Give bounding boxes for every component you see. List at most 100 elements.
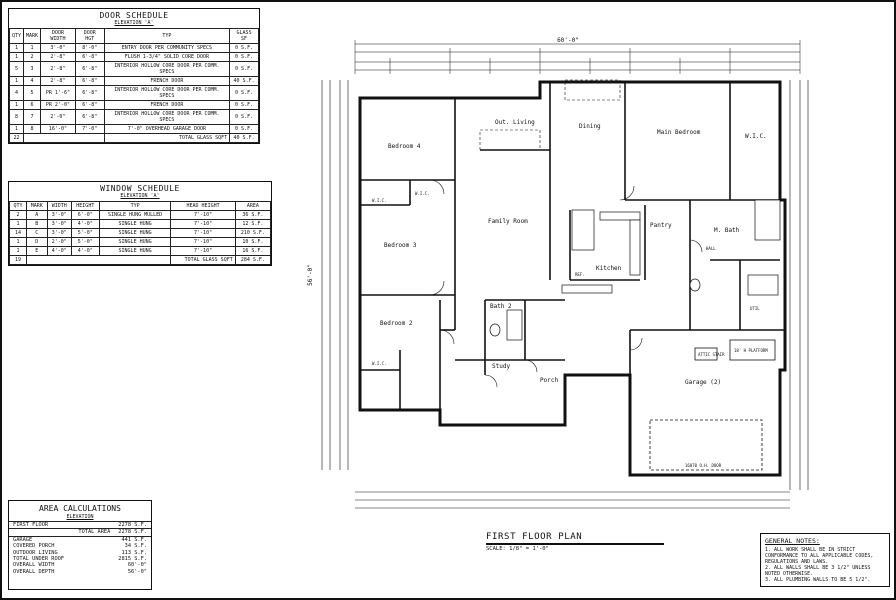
door-cell: INTERIOR HOLLOW CORE DOOR PER COMM. SPEC… [103,85,231,101]
door-total-value: 40 S.F. [229,133,259,143]
window-cell: 4'-0" [46,246,72,256]
window-cell: 5'-0" [70,228,100,238]
area-label: COVERED PORCH [13,543,55,550]
window-cell: E [25,246,48,256]
door-cell: 6'-8" [74,76,105,86]
door-cell: PR 1'-6" [40,85,76,101]
window-cell: B [25,219,48,229]
area-label: FIRST FLOOR [13,522,49,528]
door-cell: FRENCH DOOR [103,100,231,110]
door-cell: INTERIOR HOLLOW CORE DOOR PER COMM. SPEC… [103,61,231,77]
window-cell: 5'-0" [70,237,100,247]
window-cell: 7'-10" [170,210,236,220]
door-cell: 1 [8,100,25,110]
overall-width-dim: 60'-0" [557,37,579,44]
bottom-dimension-lines [355,491,790,509]
door-cell: 8'-0" [74,43,105,53]
door-header-cell: DOOR WIDTH [40,28,76,44]
door-cell: 0 S.F. [229,43,259,53]
window-cell: 3'-0" [46,219,72,229]
plan-scale: SCALE: 1/8" = 1'-0" [486,546,549,552]
area-label: OUTDOOR LIVING [13,549,58,556]
door-cell: INTERIOR HOLLOW CORE DOOR PER COMM. SPEC… [103,109,231,125]
area-value: 441 S.F. [121,536,147,543]
window-cell: 3'-0" [46,228,72,238]
door-header-cell: MARK [23,28,42,44]
door-header-cell: GLASS SF [229,28,259,44]
window-cell: C [25,228,48,238]
door-cell: 4 [8,85,25,101]
door-cell: 6'-8" [74,61,105,77]
door-cell: 1 [8,124,25,134]
window-cell: 1 [9,237,27,247]
door-cell: 3'-0" [40,43,76,53]
door-cell: 5 [8,61,25,77]
window-cell: 36 S.F. [234,210,272,220]
door-total-qty: 22 [8,133,25,143]
area-value: 56'-0" [127,568,147,575]
window-cell: 3'-0" [46,210,72,220]
window-header-cell: HEIGHT [70,201,100,211]
window-cell: 1 [9,219,27,229]
area-value: 2278 S.F. [118,522,147,528]
door-cell: 0 S.F. [229,85,259,101]
window-cell: 7'-10" [170,228,236,238]
area-label: OVERALL DEPTH [13,568,55,575]
interior-walls [360,82,785,425]
door-cell: 6'-8" [74,85,105,101]
floor-plan: 60'-0" 56'-0" [307,37,809,509]
room-platform: 18' H PLATFORM [734,348,768,353]
room-labels: Out. Living Dining Main Bedroom W.I.C. B… [372,119,768,468]
area-label: TOTAL UNDER ROOF [13,556,65,563]
label-ref: REF. [575,272,585,277]
room-bedroom-2: Bedroom 2 [380,320,413,327]
plan-title-underline [486,543,664,545]
general-note-1: 1. ALL WORK SHALL BE IN STRICT CONFORMAN… [765,547,874,565]
room-wic-main: W.I.C. [745,133,767,140]
window-cell: 7'-10" [170,237,236,247]
window-cell: 10 S.F. [234,237,272,247]
door-cell: PR 2'-0" [40,100,76,110]
covered-areas [479,79,621,151]
door-swings [429,179,703,388]
window-cell: 12 S.F. [234,219,272,229]
door-cell: FLUSH 1-3/4" SOLID CORE DOOR [103,52,231,62]
door-cell: 0 S.F. [229,61,259,77]
door-cell: 8 [8,109,25,125]
door-cell: 2'-8" [40,76,76,86]
door-cell: 2'-8" [40,61,76,77]
room-wic-b3: W.I.C. [415,191,429,196]
general-note-2: 2. ALL WALLS SHALL BE 3 1/2" UNLESS NOTE… [765,565,871,577]
room-bedroom-3: Bedroom 3 [384,242,417,249]
area-label: OVERALL WIDTH [13,562,55,569]
window-total-value: 284 S.F. [234,255,272,265]
kitchen-cabinetry [561,209,641,294]
room-kitchen: Kitchen [596,265,622,272]
door-header-cell: DOOR HGT [74,28,105,44]
door-total-filler [23,133,105,143]
top-dimension-ticks [354,40,801,74]
door-cell: 2 [23,52,42,62]
door-cell: 1 [8,76,25,86]
room-garage: Garage (2) [685,379,721,386]
window-cell: 6'-0" [70,210,100,220]
area-elevation: ELEVATION [9,514,151,522]
window-header-cell: AREA [234,201,272,211]
left-dimension-lines [321,80,349,470]
room-util: UTIL [750,306,760,311]
door-cell: 3 [23,61,42,77]
area-row: OVERALL DEPTH 56'-0" [9,569,151,575]
window-header-cell: QTY [9,201,27,211]
room-hall: HALL [706,246,716,251]
